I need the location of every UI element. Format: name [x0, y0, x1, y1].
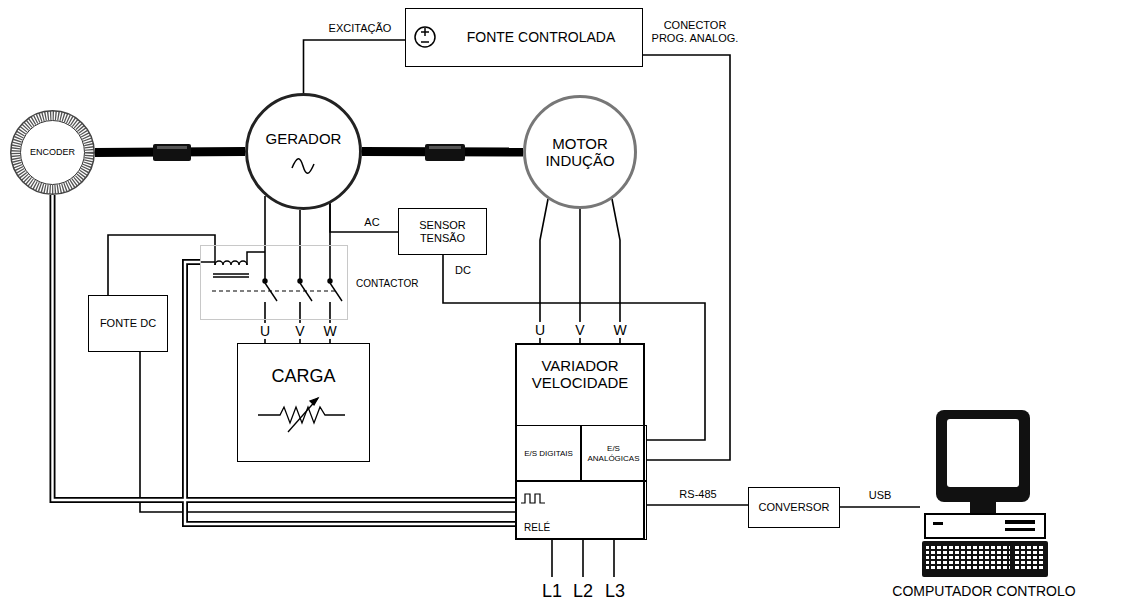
ac-symbol — [292, 159, 314, 174]
node-text: VARIADOR VELOCIDADE — [521, 357, 639, 392]
node-text: CARGA — [271, 366, 335, 387]
phase-label: W — [612, 322, 627, 338]
edge-label: AC — [362, 216, 381, 229]
edge-label: EXCITAÇÃO — [327, 22, 394, 35]
wire — [299, 210, 301, 245]
phase-label: W — [322, 323, 337, 339]
contactor-frame: CONTACTOR — [200, 245, 348, 320]
circle-outline — [525, 97, 636, 208]
drive-box: VARIADOR VELOCIDADE E/S DIGITAIS E/S ANALÓ… — [515, 343, 645, 540]
supply-phase-label: L2 — [572, 581, 594, 602]
phase-label: V — [574, 322, 585, 338]
node-text: CONTACTOR — [356, 278, 418, 290]
node-text: RELÉ — [524, 522, 550, 534]
supply-phase-label: L1 — [541, 581, 563, 602]
node-text: COMPUTADOR CONTROLO — [892, 583, 1075, 599]
contactor-coil — [200, 245, 265, 277]
wire — [140, 352, 515, 512]
computer-icon — [922, 410, 1048, 577]
wire — [443, 255, 705, 440]
phase-label: V — [294, 323, 305, 339]
load-box: CARGA — [237, 343, 370, 462]
node-text: CONVERSOR — [759, 501, 830, 514]
edge-label: USB — [867, 489, 894, 502]
node-text: E/S ANALÓGICAS — [583, 444, 644, 462]
circle-outline — [247, 95, 361, 209]
cable — [53, 195, 516, 500]
node-text: E/S DIGITAIS — [524, 449, 573, 458]
edge-label: CONECTOR PROG. ANALOG. — [643, 19, 747, 44]
io-panel: E/S DIGITAIS — [515, 425, 582, 482]
pulse-symbol — [521, 494, 545, 503]
node-text: MOTOR INDUÇÃO — [533, 135, 627, 170]
mains-wire — [552, 540, 614, 577]
wire — [330, 204, 398, 232]
cable — [185, 262, 515, 524]
resistor-symbol — [258, 398, 345, 432]
wire — [840, 506, 920, 508]
node-text: FONTE DC — [100, 317, 156, 330]
circle-outline — [11, 111, 95, 195]
phase-label: U — [534, 322, 546, 338]
cable-inner — [185, 262, 515, 524]
sensor-box: SENSOR TENSÃO — [398, 208, 487, 255]
relay-panel: RELÉ — [515, 480, 647, 540]
source-box: FONTE CONTROLADA — [405, 8, 643, 67]
source-symbol — [415, 27, 435, 47]
motor-wire — [540, 199, 620, 343]
edge-label: RS-485 — [677, 488, 718, 501]
encoder-circle: ENCODER — [10, 110, 95, 195]
wire — [647, 504, 748, 506]
dc-supply-box: FONTE DC — [88, 295, 168, 352]
node-text: SENSOR TENSÃO — [403, 219, 482, 244]
io-panel: E/S ANALÓGICAS — [580, 425, 647, 482]
wire — [304, 40, 406, 93]
generator-circle: GERADOR — [245, 93, 362, 210]
cable-inner — [53, 195, 516, 500]
node-text: GERADOR — [266, 130, 342, 147]
converter-box: CONVERSOR — [748, 487, 840, 528]
node-text: FONTE CONTROLADA — [467, 29, 616, 45]
contactor-switch — [212, 279, 342, 301]
wire — [643, 55, 730, 460]
motor-circle: MOTOR INDUÇÃO — [523, 95, 637, 209]
supply-phase-label: L3 — [604, 581, 626, 602]
edge-label: DC — [453, 264, 473, 277]
phase-label: U — [259, 323, 271, 339]
encoder-ring — [16, 116, 90, 190]
phase-wire — [265, 196, 330, 343]
circle-outline — [245, 93, 362, 210]
node-text: ENCODER — [30, 147, 75, 157]
computer-node: COMPUTADOR CONTROLO — [920, 405, 1048, 580]
